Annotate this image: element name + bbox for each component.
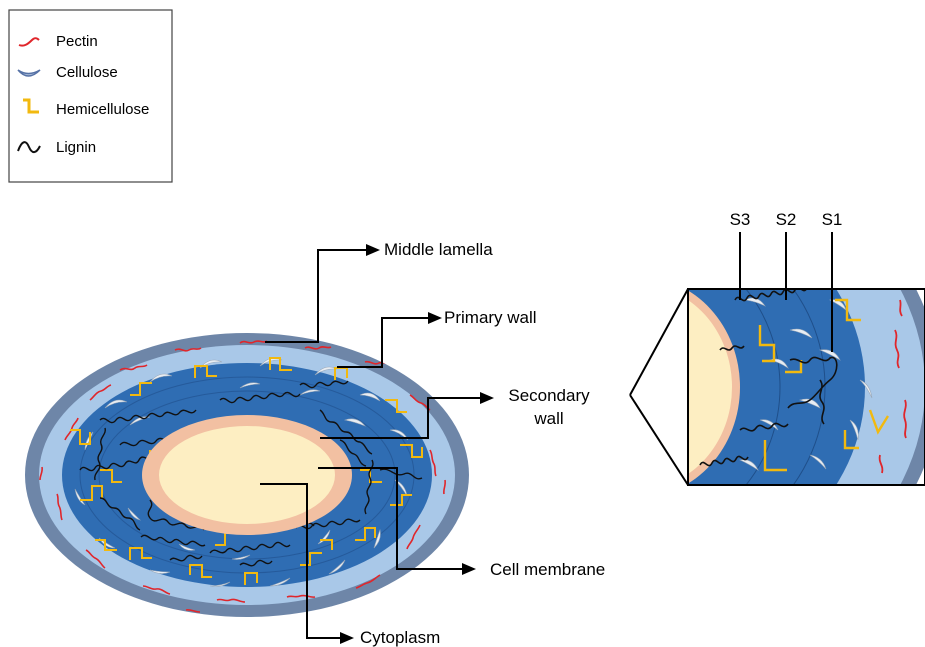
middle-lamella-leader [265, 250, 368, 342]
label-cytoplasm: Cytoplasm [360, 628, 440, 647]
legend: Pectin Cellulose Hemicellulose Lignin [9, 10, 172, 182]
arrowhead-primary-wall [428, 312, 442, 324]
legend-label-hemicellulose: Hemicellulose [56, 101, 149, 118]
plant-cell [25, 333, 469, 617]
zoom-wedge-lines [630, 289, 688, 485]
label-s3: S3 [730, 210, 751, 229]
label-secondary-wall-line1: Secondary [508, 386, 590, 405]
legend-label-cellulose: Cellulose [56, 64, 118, 81]
label-cell-membrane: Cell membrane [490, 560, 605, 579]
magnified-inset: S3 S2 S1 [340, 137, 925, 637]
label-s2: S2 [776, 210, 797, 229]
arrowhead-cytoplasm [340, 632, 354, 644]
arrowhead-secondary-wall [480, 392, 494, 404]
legend-label-pectin: Pectin [56, 33, 98, 50]
label-primary-wall: Primary wall [444, 308, 537, 327]
legend-label-lignin: Lignin [56, 139, 96, 156]
arrowhead-middle-lamella [366, 244, 380, 256]
label-middle-lamella: Middle lamella [384, 240, 493, 259]
label-secondary-wall-line2: wall [533, 409, 563, 428]
cytoplasm-region [159, 426, 335, 524]
label-s1: S1 [822, 210, 843, 229]
arrowhead-cell-membrane [462, 563, 476, 575]
